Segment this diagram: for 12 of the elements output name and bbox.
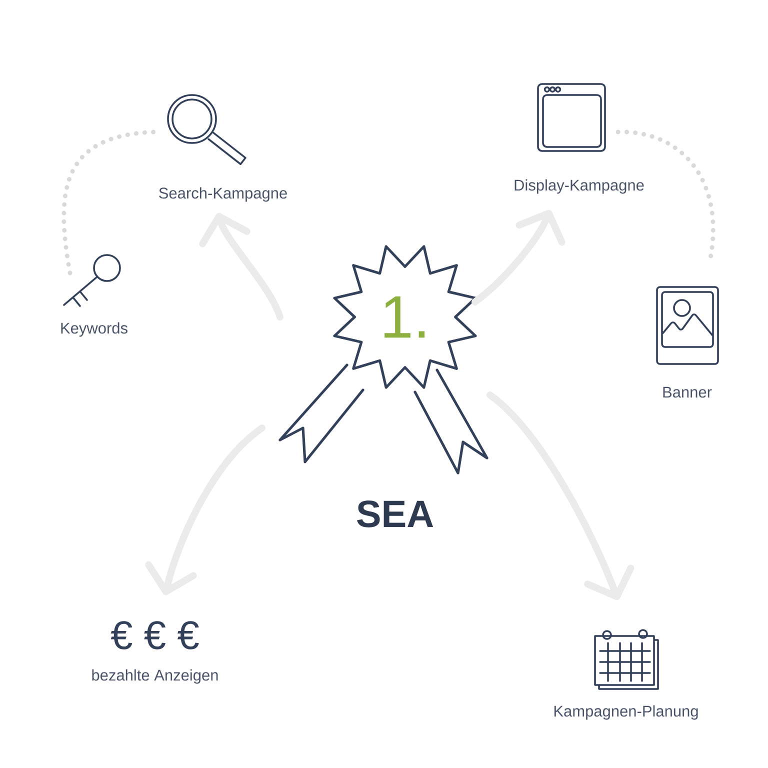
node-label: Banner	[663, 386, 712, 398]
dotted-arc	[62, 130, 158, 276]
node-heading: SEA	[357, 500, 434, 528]
node-label: bezahlte Anzeigen	[92, 669, 218, 684]
curved-arrow	[486, 392, 634, 600]
node-label: Search-Kampagne	[159, 187, 287, 202]
node-label: Display-Kampagne	[514, 179, 644, 194]
node-label: Keywords	[61, 322, 128, 337]
euro-signs: € € €	[110, 621, 199, 650]
node-label: Kampagnen-Planung	[554, 705, 698, 720]
rosette-badge: 1.	[333, 245, 477, 389]
curved-arrow	[472, 210, 566, 306]
